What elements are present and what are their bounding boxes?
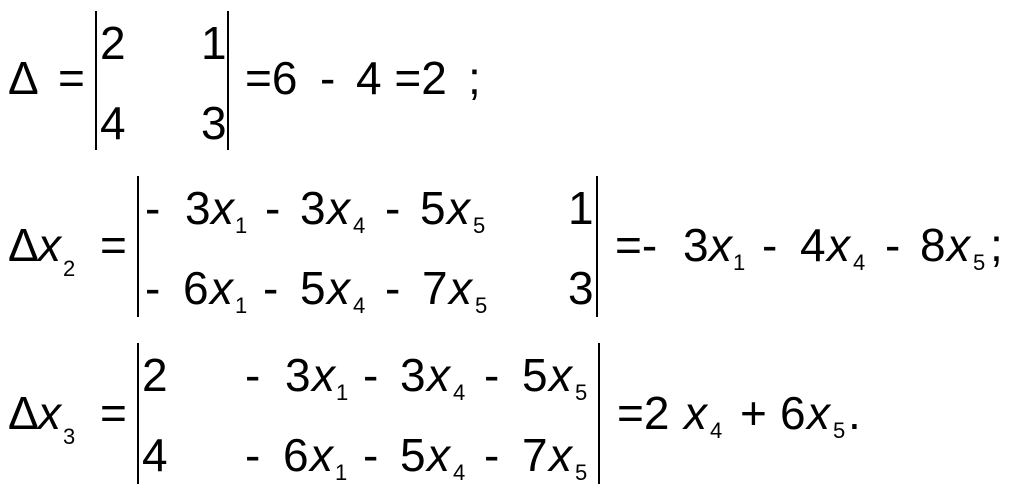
subscript: 5 — [575, 380, 588, 405]
subscript: 3 — [63, 424, 76, 449]
minus-sign: - — [263, 262, 279, 314]
equals-sign: = — [58, 52, 85, 104]
variable-x: x — [427, 349, 450, 401]
matrix-cell: 2 — [142, 349, 168, 401]
variable-x: x — [210, 262, 233, 314]
matrix-cell: 1 — [201, 17, 227, 69]
coefficient: 8 — [920, 219, 946, 271]
minus-sign: - — [363, 349, 379, 401]
subscript: 4 — [453, 380, 466, 405]
subscript: 1 — [335, 460, 348, 485]
equals-sign: = — [100, 387, 127, 439]
subscript: 4 — [453, 460, 466, 485]
minus-sign: - — [245, 349, 261, 401]
subscript: 2 — [63, 256, 76, 281]
plus-sign: + — [740, 387, 767, 439]
subscript: 1 — [336, 380, 349, 405]
coefficient: 3 — [300, 182, 326, 234]
period: . — [848, 387, 861, 439]
coefficient: 6 — [283, 429, 309, 481]
variable-x: x — [549, 349, 572, 401]
variable-x: x — [327, 182, 350, 234]
coefficient: 6 — [780, 387, 806, 439]
minus-sign: - — [885, 219, 901, 271]
matrix-cell: 1 — [568, 182, 594, 234]
coefficient: 7 — [522, 429, 548, 481]
minus-sign: - — [245, 429, 261, 481]
result-term: 4 =2 — [356, 52, 447, 104]
semicolon: ; — [990, 219, 1003, 271]
subscript: 5 — [475, 293, 488, 318]
matrix-bar-right — [227, 11, 229, 150]
matrix-cell: 2 — [100, 17, 126, 69]
variable-x: x — [447, 182, 470, 234]
coefficient: 5 — [522, 349, 548, 401]
subscript: 4 — [353, 293, 366, 318]
subscript: 4 — [710, 418, 723, 443]
coefficient: 5 — [300, 262, 326, 314]
minus-sign: - — [762, 219, 778, 271]
subscript: 4 — [853, 250, 866, 275]
coefficient: 5 — [420, 182, 446, 234]
matrix-bar-right — [596, 176, 598, 317]
subscript: 1 — [733, 250, 746, 275]
matrix-bar-left — [137, 343, 139, 484]
coefficient: 3 — [185, 182, 211, 234]
result-term: =6 — [245, 52, 298, 104]
subscript: 5 — [575, 460, 588, 485]
matrix-cell: 4 — [100, 97, 126, 149]
matrix-cell: 4 — [142, 429, 168, 481]
minus-sign: - — [385, 262, 401, 314]
delta-symbol: Δ — [8, 52, 39, 104]
matrix-cell: 3 — [201, 97, 227, 149]
variable-x: x — [38, 387, 61, 439]
coefficient: 3 — [285, 349, 311, 401]
coefficient: 6 — [183, 262, 209, 314]
coefficient: 5 — [400, 429, 426, 481]
variable-x: x — [38, 219, 61, 271]
variable-x: x — [684, 387, 707, 439]
subscript: 5 — [473, 213, 486, 238]
result-term: =- — [615, 219, 658, 271]
minus-sign: - — [385, 182, 401, 234]
variable-x: x — [827, 219, 850, 271]
variable-x: x — [549, 429, 572, 481]
variable-x: x — [709, 219, 732, 271]
minus-sign: - — [484, 349, 500, 401]
subscript: 4 — [353, 213, 366, 238]
delta-symbol: Δ — [8, 219, 39, 271]
coefficient: 3 — [683, 219, 709, 271]
result-term: =2 — [617, 387, 670, 439]
variable-x: x — [327, 262, 350, 314]
variable-x: x — [947, 219, 970, 271]
variable-x: x — [427, 429, 450, 481]
matrix-cell: 3 — [568, 262, 594, 314]
minus-sign: - — [145, 182, 161, 234]
minus-sign: - — [484, 429, 500, 481]
matrix-bar-left — [95, 11, 97, 150]
minus-sign: - — [265, 182, 281, 234]
variable-x: x — [449, 262, 472, 314]
coefficient: 7 — [422, 262, 448, 314]
semicolon: ; — [468, 52, 481, 104]
variable-x: x — [312, 349, 335, 401]
subscript: 5 — [973, 250, 986, 275]
coefficient: 4 — [800, 219, 826, 271]
minus-sign: - — [320, 52, 336, 104]
subscript: 1 — [235, 213, 248, 238]
coefficient: 3 — [400, 349, 426, 401]
variable-x: x — [211, 182, 234, 234]
delta-symbol: Δ — [8, 387, 39, 439]
variable-x: x — [807, 387, 830, 439]
minus-sign: - — [363, 429, 379, 481]
matrix-bar-left — [137, 176, 139, 317]
subscript: 5 — [833, 418, 846, 443]
matrix-bar-right — [598, 343, 600, 484]
variable-x: x — [310, 429, 333, 481]
minus-sign: - — [145, 262, 161, 314]
subscript: 1 — [235, 293, 248, 318]
equals-sign: = — [100, 219, 127, 271]
